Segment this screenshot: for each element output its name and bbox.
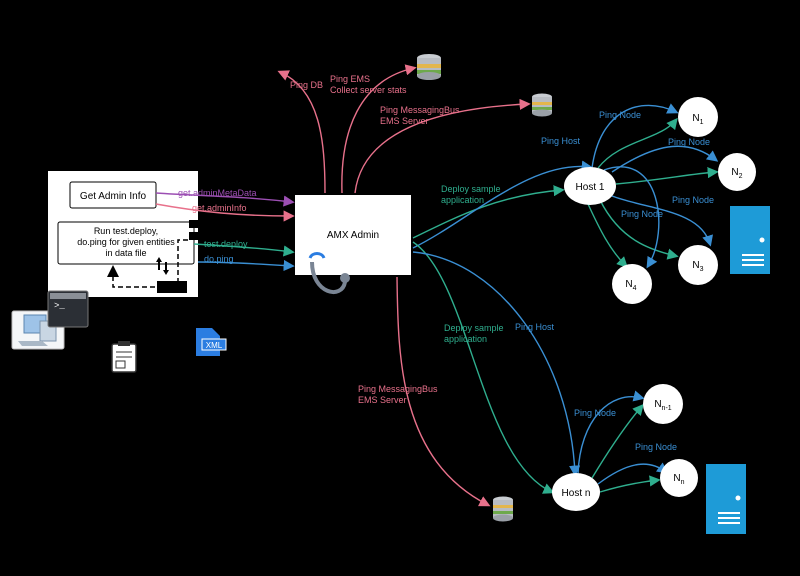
node-n4-label: N4	[625, 279, 636, 292]
label-get-admin-info: get.adminInfo	[192, 203, 247, 213]
label-ping-messaging-bottom-2: EMS Server	[358, 395, 407, 405]
node-n-minus-1-label: Nn-1	[654, 399, 671, 412]
run-tests-line-1: Run test.deploy,	[94, 226, 158, 236]
edge-test-deploy	[193, 243, 295, 257]
label-deploy-bottom-1: Deploy sample	[444, 323, 504, 333]
label-ping-messaging-top-1: Ping MessagingBus	[380, 105, 460, 115]
edge-ping-ems	[341, 64, 417, 194]
database-icon-top	[417, 54, 441, 80]
node-n2[interactable]	[718, 153, 756, 191]
edge-hostn-nn-green	[599, 475, 661, 493]
xml-file-icon: XML	[196, 328, 227, 356]
server-icon-top	[730, 206, 770, 274]
host-n-label: Host n	[562, 488, 591, 499]
clipboard-icon	[111, 341, 137, 373]
label-ping-host-top: Ping Host	[541, 136, 581, 146]
server-icon-bottom	[706, 464, 746, 534]
label-deploy-bottom-2: application	[444, 334, 487, 344]
node-n4[interactable]	[612, 264, 652, 304]
edge-host1-n3	[599, 199, 679, 260]
edge-ping-hostn	[412, 251, 581, 477]
label-test-deploy: test.deploy	[204, 239, 248, 249]
amx-admin-box[interactable]	[295, 195, 411, 275]
sync-arrows-icon	[156, 257, 169, 275]
edge-host1-n2	[611, 145, 719, 173]
label-ping-messaging-bottom-1: Ping MessagingBus	[358, 384, 438, 394]
label-ping-node-1: Ping Node	[599, 110, 641, 120]
edge-ping-host1	[412, 160, 593, 249]
label-ping-node-3: Ping Node	[621, 209, 663, 219]
node-n2-label: N2	[731, 167, 742, 180]
edge-host1-n3-blue	[611, 195, 713, 247]
get-admin-info-box[interactable]	[69, 181, 157, 209]
database-icon-mid	[532, 93, 552, 117]
label-ping-node-5: Ping Node	[672, 195, 714, 205]
edge-host1-n1-green	[597, 117, 678, 169]
edge-host1-n2-green	[615, 167, 719, 185]
edge-hostn-nn	[597, 462, 669, 485]
edge-host1-n1	[591, 103, 679, 169]
node-n3[interactable]	[678, 245, 718, 285]
panel-port-1	[189, 220, 198, 228]
edge-host1-n4-blue	[603, 166, 660, 269]
edge-get-admin-metadata	[155, 192, 295, 207]
run-tests-line-3: in data file	[105, 248, 146, 258]
label-ping-node-6: Ping Node	[635, 442, 677, 452]
database-icon-bottom	[493, 496, 513, 522]
terminal-icon: >_	[47, 290, 89, 328]
host-1-label: Host 1	[576, 182, 605, 193]
edge-do-ping	[197, 259, 295, 272]
label-do-ping: do.ping	[204, 254, 234, 264]
node-nn[interactable]	[660, 459, 698, 497]
edge-host1-n4	[587, 203, 628, 268]
node-nn-label: Nn	[673, 473, 684, 486]
label-ping-ems-1: Ping EMS	[330, 74, 370, 84]
get-admin-info-label: Get Admin Info	[80, 191, 147, 202]
run-tests-box[interactable]	[57, 221, 195, 265]
edge-ping-messaging-bottom	[396, 276, 491, 507]
edge-ping-db	[277, 70, 326, 194]
run-tests-line-2: do.ping for given entities	[77, 237, 175, 247]
edge-deploy-host1	[412, 185, 565, 239]
label-ping-host-bottom: Ping Host	[515, 322, 555, 332]
amx-admin-label: AMX Admin	[327, 230, 379, 241]
edge-ping-messaging-top	[354, 98, 531, 194]
svg-text:>_: >_	[54, 301, 65, 311]
node-n1[interactable]	[678, 97, 718, 137]
label-ping-messaging-top-2: EMS Server	[380, 116, 429, 126]
edge-deploy-hostn	[412, 241, 555, 494]
label-ping-db: Ping DB	[290, 80, 323, 90]
edge-hostn-nn1-green	[591, 403, 644, 479]
edge-hostn-nn1	[577, 390, 645, 475]
stethoscope-icon	[308, 252, 350, 294]
host-1[interactable]	[564, 167, 616, 205]
host-n[interactable]	[552, 473, 600, 511]
panel-port-2	[189, 232, 198, 240]
xml-label: XML	[206, 341, 223, 350]
label-ping-ems-2: Collect server stats	[330, 85, 407, 95]
terminal-block	[157, 281, 187, 293]
label-ping-node-4: Ping Node	[574, 408, 616, 418]
node-n1-label: N1	[692, 113, 703, 126]
edge-get-admin-info	[155, 203, 295, 222]
label-deploy-top-2: application	[441, 195, 484, 205]
node-n-minus-1[interactable]	[643, 384, 683, 424]
label-ping-node-2: Ping Node	[668, 137, 710, 147]
label-deploy-top-1: Deploy sample	[441, 184, 501, 194]
label-get-admin-metadata: get.adminMetaData	[178, 188, 257, 198]
node-n3-label: N3	[692, 260, 703, 273]
